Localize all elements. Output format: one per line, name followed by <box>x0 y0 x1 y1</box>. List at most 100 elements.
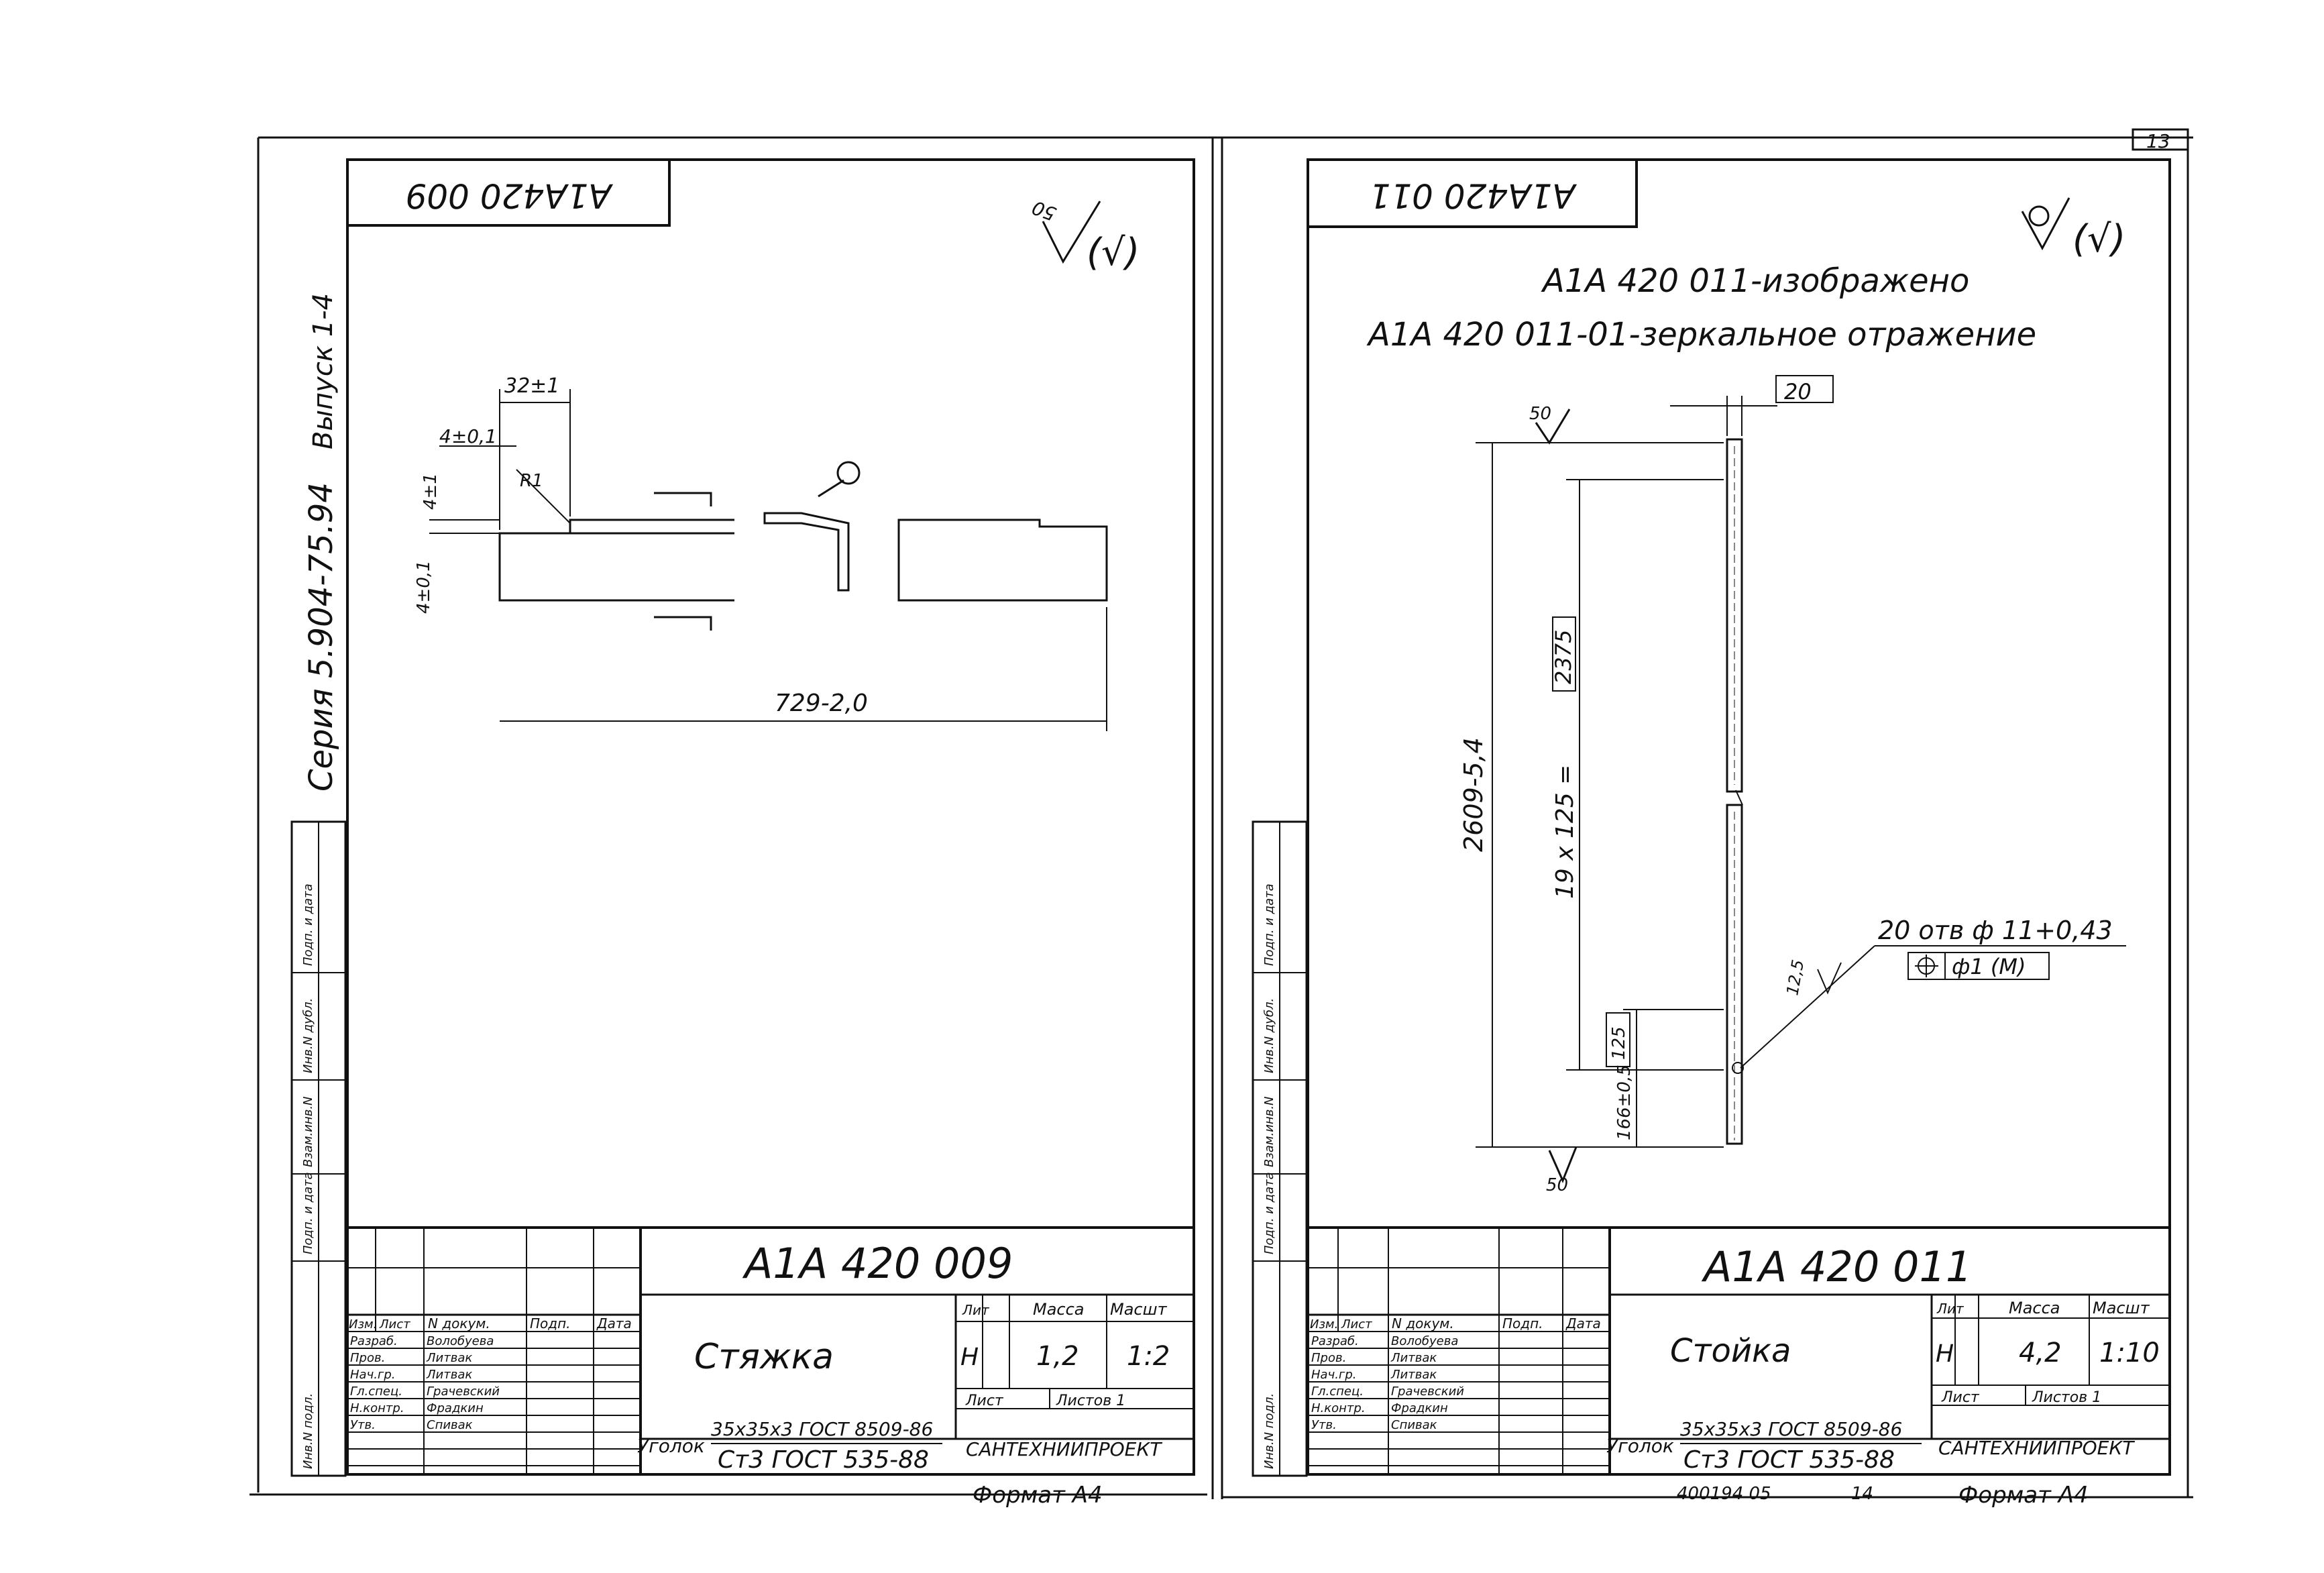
staff-name-3: Литвак <box>426 1368 472 1382</box>
dim-4a: 4±0,1 <box>439 425 497 447</box>
staff-role-2: Пров. <box>350 1351 385 1365</box>
rev-h1: Изм. <box>1310 1317 1338 1332</box>
staff-name-2: Литвак <box>1390 1351 1437 1365</box>
left-side-stamps: Инв.N подл. Подп. и дата Взам.инв.N Инв.… <box>290 820 347 1477</box>
staff-role-3: Нач.гр. <box>1311 1368 1357 1382</box>
staff-role-6: Утв. <box>1311 1418 1337 1432</box>
left-code-stamp: A1A420 009 <box>406 176 614 215</box>
sheet-label: Лист <box>965 1393 1004 1409</box>
rough-12-5: 12,5 <box>1783 959 1808 997</box>
right-title-block: Изм. Лист N докум. Подп. Дата Разраб. Во… <box>1308 1226 2170 1509</box>
format-label: Формат А4 <box>973 1482 1103 1509</box>
right-roughness-symbol: (√) <box>2021 197 2125 261</box>
note-line-1: A1A 420 011-изображено <box>1541 262 1969 300</box>
staff-name-4: Грачевский <box>427 1385 500 1399</box>
format-label: Формат А4 <box>1958 1482 2089 1509</box>
staff-role-4: Гл.спец. <box>1311 1385 1364 1399</box>
scale-header: Масшт <box>2093 1299 2150 1317</box>
staff-name-2: Литвак <box>426 1351 472 1365</box>
right-roughness-paren: (√) <box>2072 217 2125 261</box>
lit-value: Н <box>960 1344 979 1371</box>
lit-header: Лит <box>1936 1301 1965 1317</box>
dim-729: 729-2,0 <box>775 690 868 717</box>
left-sheet: A1A420 009 50 (√) Серия 5.904-75.94 Выпу… <box>290 158 1195 1509</box>
sheets-label: Листов 1 <box>2032 1389 2101 1406</box>
mass-header: Масса <box>1033 1300 1085 1319</box>
material-top: 35x35x3 ГОСТ 8509-86 <box>711 1418 933 1440</box>
roughness-value: 50 <box>1029 196 1059 225</box>
org-name: САНТЕХНИИПРОЕКТ <box>1938 1437 2135 1459</box>
dim-4b: 4±1 <box>421 473 441 510</box>
right-code-stamp: A1A420 011 <box>1370 176 1578 215</box>
dim-2375: 2375 <box>1551 630 1576 684</box>
rev-h3: N докум. <box>1392 1315 1454 1332</box>
side-label-1: Инв.N подл. <box>1262 1393 1276 1469</box>
staff-name-6: Спивак <box>427 1418 473 1432</box>
scale-value: 1:2 <box>1127 1341 1170 1372</box>
page-number: 13 <box>2146 130 2170 152</box>
rev-h2: Лист <box>1341 1317 1372 1332</box>
side-label-5: Подп. и дата <box>301 883 315 966</box>
side-label-2: Подп. и дата <box>301 1172 315 1254</box>
sheets-label: Листов 1 <box>1056 1393 1125 1409</box>
staff-name-5: Фрадкин <box>427 1401 484 1415</box>
material-prefix: Уголок <box>637 1435 705 1457</box>
series-note: Серия 5.904-75.94 <box>302 482 340 792</box>
staff-name-5: Фрадкин <box>1391 1401 1448 1415</box>
staff-role-1: Разраб. <box>350 1334 398 1348</box>
roughness-symbol: 50 (√) <box>1029 196 1140 274</box>
staff-name-1: Волобуева <box>1391 1334 1458 1348</box>
staff-role-6: Утв. <box>350 1418 376 1432</box>
staff-name-1: Волобуева <box>427 1334 494 1348</box>
side-label-1: Инв.N подл. <box>301 1393 315 1469</box>
right-dimensions: 20 50 50 2609-5,4 19 x 125 = 2375 125 16… <box>1459 375 2126 1195</box>
org-name: САНТЕХНИИПРОЕКТ <box>966 1438 1162 1460</box>
staff-role-2: Пров. <box>1311 1351 1346 1365</box>
post-drawing <box>1726 438 1744 1145</box>
staff-role-1: Разраб. <box>1311 1334 1359 1348</box>
left-dimensions: 32±1 4±0,1 R1 4±1 4±0,1 729-2,0 <box>414 374 1107 731</box>
rev-h5: Дата <box>1565 1315 1601 1332</box>
staff-role-3: Нач.гр. <box>350 1368 396 1382</box>
side-label-4: Инв.N дубл. <box>301 998 315 1073</box>
lit-header: Лит <box>962 1302 990 1318</box>
dim-4c: 4±0,1 <box>414 560 434 614</box>
side-label-5: Подп. и дата <box>1262 883 1276 966</box>
lit-value: Н <box>1936 1340 1954 1368</box>
rev-h4: Подп. <box>530 1315 571 1332</box>
rev-h1: Изм. <box>349 1317 377 1332</box>
staff-role-5: Н.контр. <box>1311 1401 1366 1415</box>
rough-50-top: 50 <box>1529 404 1551 424</box>
mass-header: Масса <box>2009 1299 2060 1317</box>
rev-h3: N докум. <box>428 1315 490 1332</box>
scale-value: 1:10 <box>2099 1338 2160 1368</box>
side-label-3: Взам.инв.N <box>301 1096 315 1167</box>
position-tolerance: ф1 (М) <box>1952 954 2026 979</box>
dim-32: 32±1 <box>504 374 559 398</box>
rev-h4: Подп. <box>1502 1315 1543 1332</box>
material-bottom: Ст3 ГОСТ 535-88 <box>1683 1446 1895 1474</box>
angle-bar-drawing <box>498 461 1108 631</box>
holes-callout: 20 отв ф 11+0,43 <box>1878 916 2113 945</box>
left-title-block: Изм. Лист N докум. Подп. Дата Разраб. Во… <box>347 1226 1194 1509</box>
side-label-4: Инв.N дубл. <box>1262 998 1276 1073</box>
note-line-2: A1A 420 011-01-зеркальное отражение <box>1366 316 2036 354</box>
dim-19x125: 19 x 125 = <box>1551 765 1579 899</box>
dim-166: 166±0,5 <box>1614 1065 1635 1140</box>
footer-code: 400194 05 <box>1677 1484 1771 1504</box>
rev-h2: Лист <box>379 1317 410 1332</box>
mass-value: 1,2 <box>1036 1341 1079 1372</box>
staff-role-4: Гл.спец. <box>350 1385 402 1399</box>
staff-name-3: Литвак <box>1390 1368 1437 1382</box>
left-part-name: Стяжка <box>694 1337 834 1377</box>
dim-20: 20 <box>1784 379 1812 404</box>
left-designation: A1A 420 009 <box>742 1239 1013 1288</box>
dim-r1: R1 <box>520 471 543 491</box>
right-designation: A1A 420 011 <box>1701 1242 1972 1291</box>
rev-h5: Дата <box>596 1315 632 1332</box>
dim-125: 125 <box>1609 1026 1629 1060</box>
scale-header: Масшт <box>1110 1300 1168 1319</box>
mass-value: 4,2 <box>2019 1338 2062 1368</box>
sheet-label: Лист <box>1941 1389 1980 1406</box>
